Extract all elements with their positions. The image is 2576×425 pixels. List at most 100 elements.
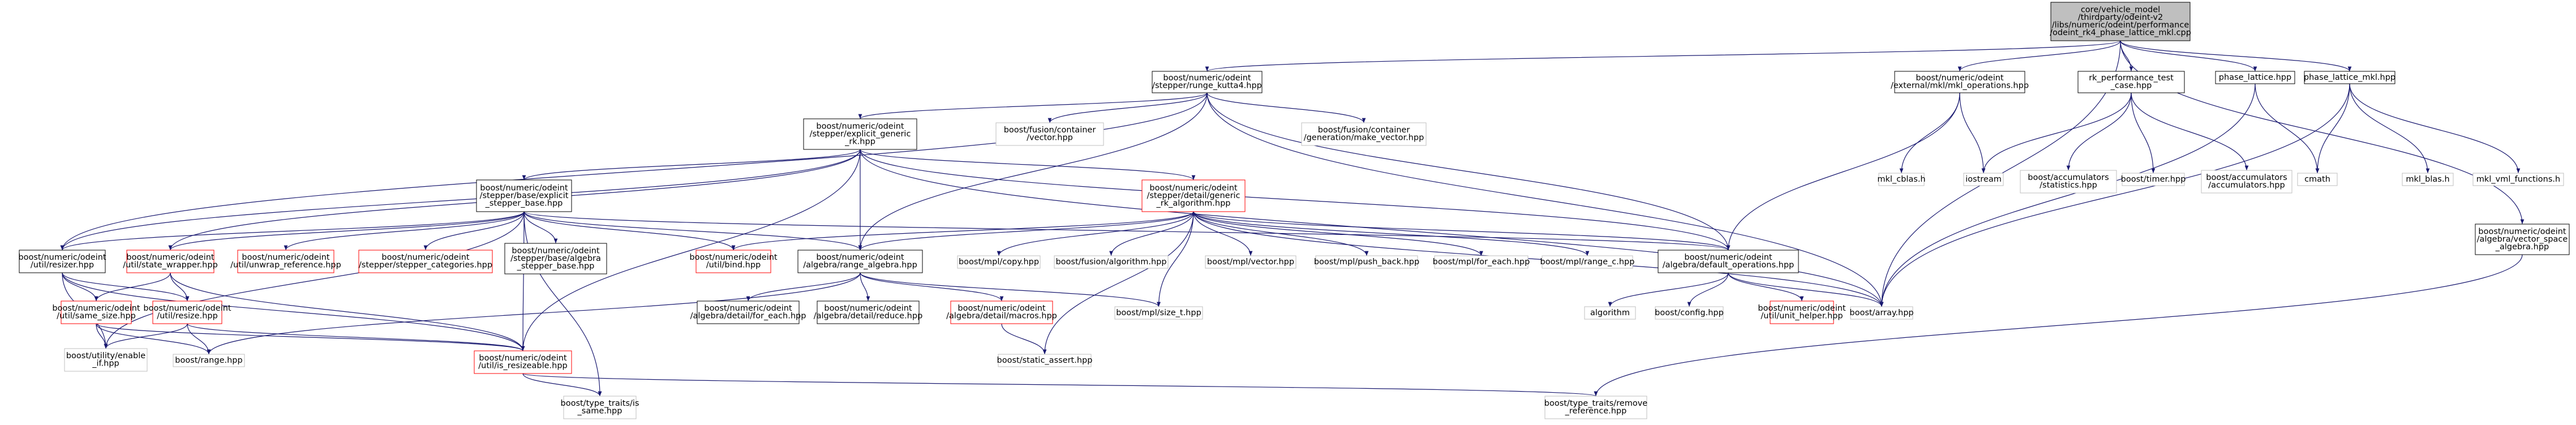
edge-generic_rk_alg-to-mpl_push_back: [1193, 211, 1369, 256]
node-label-line: boost/numeric/odeint: [1163, 74, 1251, 83]
node-stepper-categories[interactable]: boost/numeric/odeint/stepper/stepper_cat…: [358, 250, 493, 273]
edge-rk_perf-to-iostream: [1981, 92, 2132, 174]
node-box: [152, 300, 222, 324]
edge-explicit_generic-to-default_ops: [860, 149, 1731, 251]
edge-generic_rk_alg-to-util_bind: [731, 211, 1194, 251]
node-label-line: boost/numeric/odeint: [958, 304, 1046, 313]
edge-phase_lattice_mkl-to-mkl_blas: [2349, 83, 2430, 174]
node-label-line: mkl_blas.h: [2406, 175, 2449, 184]
node-label-line: /algebra/detail/reduce.hpp: [814, 312, 923, 321]
node-label-line: /util/unwrap_reference.hpp: [230, 261, 341, 270]
node-unwrap-ref[interactable]: boost/numeric/odeint/util/unwrap_referen…: [230, 250, 341, 273]
node-same-size[interactable]: boost/numeric/odeint/util/same_size.hpp: [52, 300, 140, 324]
edge-rk_perf-to-boost_timer: [2131, 92, 2156, 174]
node-detail-for-each[interactable]: boost/numeric/odeint/algebra/detail/for_…: [690, 300, 806, 324]
node-label-line: _rk_algorithm.hpp: [1156, 199, 1230, 208]
node-label-line: boost/numeric/odeint: [704, 304, 792, 313]
node-detail-reduce[interactable]: boost/numeric/odeint/algebra/detail/redu…: [814, 300, 923, 324]
node-label-line: _case.hpp: [2110, 81, 2152, 91]
node-label-line: /generation/make_vector.hpp: [1304, 134, 1424, 143]
node-stepper-base[interactable]: boost/numeric/odeint/stepper/base/explic…: [476, 179, 572, 212]
node-label-line: boost/numeric/odeint: [143, 304, 231, 313]
node-label-line: boost/mpl/range_c.hpp: [1540, 257, 1635, 267]
node-resizer[interactable]: boost/numeric/odeint/util/resizer.hpp: [18, 250, 106, 273]
node-label-line: boost/mpl/for_each.hpp: [1433, 257, 1530, 267]
edge-default_ops-to-unit_helper: [1728, 272, 1804, 302]
node-boost-config: boost/config.hpp: [1655, 306, 1724, 320]
node-range-algebra[interactable]: boost/numeric/odeint/algebra/range_algeb…: [797, 250, 923, 273]
node-util-bind[interactable]: boost/numeric/odeint/util/bind.hpp: [689, 250, 778, 273]
node-rk-perf[interactable]: rk_performance_test_case.hpp: [2077, 71, 2185, 93]
node-util-resize[interactable]: boost/numeric/odeint/util/resize.hpp: [143, 300, 231, 324]
edge-generic_rk_alg-to-range_algebra: [858, 211, 1194, 251]
node-vector-space[interactable]: boost/numeric/odeint/algebra/vector_spac…: [2475, 224, 2570, 255]
node-default-ops[interactable]: boost/numeric/odeint/algebra/default_ope…: [1658, 250, 1799, 273]
node-label-line: /util/bind.hpp: [706, 261, 761, 270]
edge-default_ops-to-algorithm: [1608, 272, 1729, 307]
node-unit-helper[interactable]: boost/numeric/odeint/util/unit_helper.hp…: [1758, 300, 1846, 324]
edge-default_ops-to-boost_config: [1687, 272, 1729, 307]
edge-stepper_base-to-resizer: [60, 211, 525, 251]
node-enable-if: boost/utility/enable_if.hpp: [64, 348, 148, 372]
edge-detail_macros-to-static_assert: [1001, 323, 1047, 355]
edge-phase_lattice_mkl-to-cmath: [2315, 83, 2350, 174]
node-label-line: boost/timer.hpp: [2121, 175, 2186, 184]
edge-rk4-to-fusion_vector: [1047, 92, 1208, 123]
node-label-line: boost/fusion/container: [1004, 126, 1096, 135]
node-label-line: /algebra/vector_space: [2477, 235, 2568, 244]
node-box: [957, 255, 1041, 269]
node-label-line: boost/numeric/odeint: [381, 253, 470, 262]
node-phase-lattice-mkl[interactable]: phase_lattice_mkl.hpp: [2304, 71, 2395, 84]
node-label-line: boost/numeric/odeint: [1149, 183, 1238, 192]
node-box: [61, 300, 132, 324]
edge-explicit_generic-to-generic_rk_alg: [860, 149, 1196, 181]
node-fusion-vector: boost/fusion/container/vector.hpp: [995, 122, 1104, 146]
node-generic-rk-alg[interactable]: boost/numeric/odeint/stepper/detail/gene…: [1141, 179, 1246, 212]
edge-rk4-to-default_ops: [1207, 92, 1731, 251]
node-box: [1114, 306, 1203, 320]
node-label-line: boost/numeric/odeint: [816, 122, 904, 131]
edge-generic_rk_alg-to-mpl_for_each: [1193, 211, 1483, 256]
edge-mkl_ops-to-iostream: [1959, 92, 1986, 174]
node-box: [2122, 173, 2185, 186]
node-box: [950, 300, 1053, 324]
node-box: [1655, 306, 1724, 320]
node-label-line: boost/fusion/algorithm.hpp: [1055, 257, 1166, 267]
edge-explicit_generic-to-stepper_base: [522, 149, 861, 181]
edge-rk_perf-to-acc_stats: [2066, 92, 2132, 171]
node-label-line: boost/accumulators: [2206, 173, 2287, 182]
edge-rk4-to-boost_array: [1207, 92, 1884, 307]
node-label-line: /external/mkl/mkl_operations.hpp: [1891, 81, 2029, 91]
node-label-line: /stepper/detail/generic: [1147, 191, 1240, 200]
node-box: [2475, 224, 2570, 255]
node-is-same: boost/type_traits/is_same.hpp: [561, 396, 639, 419]
edge-explicit_generic-to-resizer: [60, 149, 861, 251]
node-algebra-stepper-base[interactable]: boost/numeric/odeint/stepper/base/algebr…: [504, 243, 607, 274]
edge-stepper_base-to-util_bind: [523, 211, 736, 251]
node-box: [1152, 71, 1263, 93]
node-boost-range: boost/range.hpp: [173, 354, 245, 367]
node-label-line: _reference.hpp: [1565, 407, 1627, 416]
node-mkl-ops[interactable]: boost/numeric/odeint/external/mkl/mkl_op…: [1891, 71, 2029, 93]
edge-range_algebra-to-detail_for_each: [746, 272, 861, 302]
node-box: [1963, 173, 2004, 186]
node-box: [797, 250, 923, 273]
node-rk4[interactable]: boost/numeric/odeint/stepper/runge_kutta…: [1152, 71, 1263, 93]
edge-util_resize-to-is_resizeable: [187, 323, 525, 351]
node-state-wrapper[interactable]: boost/numeric/odeint/util/state_wrapper.…: [123, 250, 218, 273]
node-label-line: /stepper/stepper_categories.hpp: [359, 261, 492, 270]
node-box: [817, 300, 920, 324]
node-explicit-generic[interactable]: boost/numeric/odeint/stepper/explicit_ge…: [803, 118, 917, 150]
node-box: [476, 179, 572, 212]
node-phase-lattice[interactable]: phase_lattice.hpp: [2215, 71, 2295, 84]
edge-state_wrapper-to-same_size: [94, 272, 171, 302]
node-label-line: /util/resize.hpp: [157, 312, 218, 321]
edge-stepper_base-to-range_algebra: [523, 211, 862, 251]
node-is-resizeable[interactable]: boost/numeric/odeint/util/is_resizeable.…: [474, 350, 572, 374]
node-label-line: _stepper_base.hpp: [517, 261, 595, 271]
node-detail-macros[interactable]: boost/numeric/odeint/algebra/detail/macr…: [946, 300, 1057, 324]
node-root[interactable]: core/vehicle_model/thirdparty/odeint-v2/…: [2050, 2, 2191, 41]
node-label-line: boost/array.hpp: [1849, 308, 1913, 317]
edge-state_wrapper-to-util_resize: [170, 272, 190, 302]
node-box: [1544, 396, 1647, 419]
